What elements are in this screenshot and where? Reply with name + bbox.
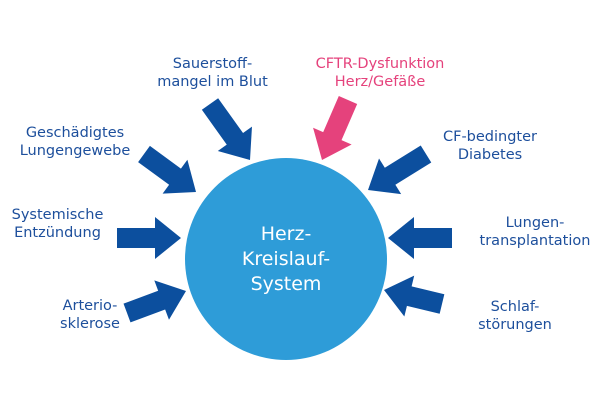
label-lungengewebe: Geschädigtes Lungengewebe xyxy=(5,124,145,160)
label-line: Diabetes xyxy=(457,147,523,163)
arrow-transplantation-icon xyxy=(388,217,452,259)
center-line: System xyxy=(250,272,322,295)
arrow-lungengewebe-icon xyxy=(138,145,196,194)
label-entzuendung: Systemische Entzündung xyxy=(0,206,115,242)
arrow-diabetes-icon xyxy=(368,145,432,195)
label-line: transplantation xyxy=(479,233,591,249)
label-sauerstoffmangel: Sauerstoff- mangel im Blut xyxy=(140,55,285,91)
label-line: Arterio- xyxy=(62,298,118,314)
label-cftr: CFTR-Dysfunktion Herz/Gefäße xyxy=(300,55,460,91)
label-transplantation: Lungen- transplantation xyxy=(465,214,600,250)
label-arteriosklerose: Arterio- sklerose xyxy=(40,297,140,333)
label-line: Systemische xyxy=(11,207,104,223)
label-line: mangel im Blut xyxy=(157,74,268,90)
label-line: störungen xyxy=(478,317,552,333)
arrow-cftr-icon xyxy=(313,96,358,160)
label-schlaf: Schlaf- störungen xyxy=(460,298,570,334)
label-line: Schlaf- xyxy=(490,299,540,315)
center-line: Herz- xyxy=(260,222,312,245)
arrow-arteriosklerose-icon xyxy=(123,280,186,323)
label-diabetes: CF-bedingter Diabetes xyxy=(425,128,555,164)
label-line: Geschädigtes xyxy=(25,125,125,141)
label-line: Lungen- xyxy=(505,215,565,231)
label-line: sklerose xyxy=(60,316,120,332)
label-line: Lungengewebe xyxy=(19,143,131,159)
center-line: Kreislauf- xyxy=(241,247,331,270)
arrow-schlaf-icon xyxy=(384,275,445,317)
arrow-sauerstoffmangel-icon xyxy=(201,98,252,160)
label-line: Herz/Gefäße xyxy=(334,74,426,90)
label-line: Entzündung xyxy=(14,225,101,241)
label-line: CF-bedingter xyxy=(442,129,538,145)
label-line: CFTR-Dysfunktion xyxy=(315,56,445,72)
arrow-entzuendung-icon xyxy=(117,217,181,259)
center-label: Herz- Kreislauf- System xyxy=(185,158,387,360)
center-circle xyxy=(185,158,387,360)
label-line: Sauerstoff- xyxy=(172,56,253,72)
